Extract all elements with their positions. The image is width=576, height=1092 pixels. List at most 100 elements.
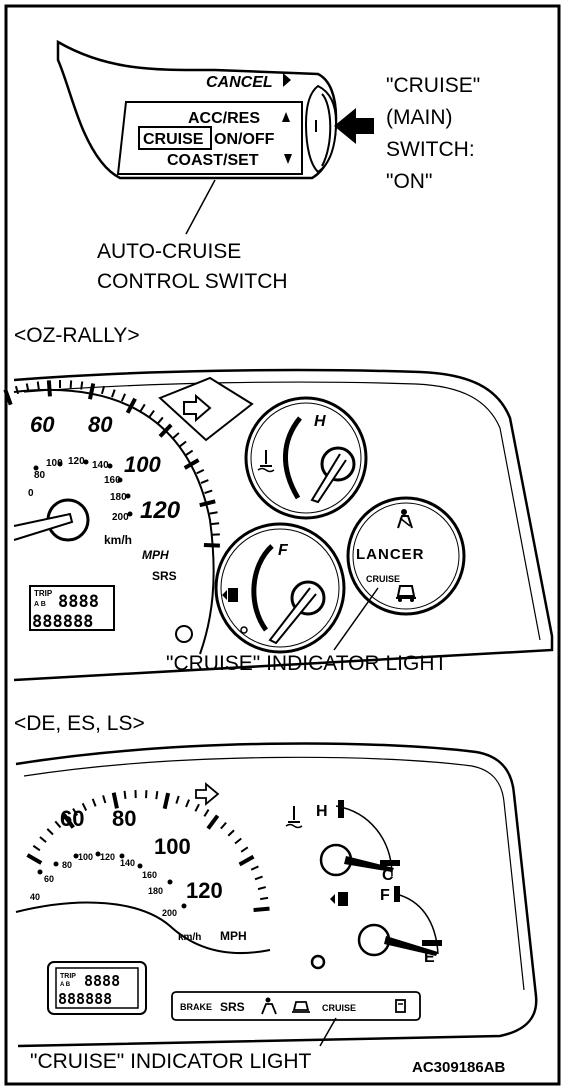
de-temp-h-mark — [338, 800, 344, 818]
tick-mark — [175, 795, 180, 804]
de-heading: <DE, ES, LS> — [14, 712, 145, 735]
oz-odometer-bottom: 888888 — [32, 612, 93, 632]
de-odometer-bottom: 888888 — [58, 990, 112, 1008]
callout-line-2: (MAIN) — [386, 106, 453, 129]
de-cluster-outline — [15, 742, 538, 1048]
tick-mark — [14, 385, 20, 395]
de-brake-label: BRAKE — [180, 1002, 212, 1012]
de-dot — [73, 853, 79, 859]
de-cluster-inner-outline — [23, 756, 525, 991]
callout-line-4: "ON" — [386, 170, 432, 193]
tick-mark — [72, 808, 79, 816]
oz-cruise-small: CRUISE — [366, 574, 400, 584]
oz-mph-80: 80 — [34, 470, 46, 481]
tick-mark — [257, 886, 267, 891]
tick-mark — [238, 854, 255, 867]
oz-rally-cluster: 60 80 100 120 80 100 120 140 160 180 200… — [3, 368, 554, 682]
de-cruise-leader — [319, 1017, 337, 1047]
control-switch-label-1: AUTO-CRUISE — [97, 240, 241, 263]
oz-temp-gauge — [244, 396, 368, 520]
tick-mark — [80, 381, 84, 390]
tick-mark — [125, 397, 137, 414]
oz-fuel-gauge-inner — [220, 528, 340, 648]
oz-mph-140: 140 — [92, 460, 109, 471]
tick-mark — [204, 489, 213, 494]
de-dot — [181, 903, 187, 909]
de-cruise-label: CRUISE — [322, 1003, 356, 1013]
callout-line-3: SWITCH: — [386, 138, 475, 161]
de-seatbelt-icon — [261, 997, 277, 1015]
oz-kmh-60: 60 — [30, 412, 55, 437]
oz-dot — [57, 461, 63, 467]
tick-mark — [185, 449, 194, 456]
tick-mark — [172, 432, 180, 440]
de-fuel-e: E — [424, 949, 435, 966]
de-temp-c: C — [382, 867, 394, 884]
oz-fuel-dot — [240, 626, 248, 634]
tick-mark — [46, 380, 52, 397]
tick-mark — [120, 393, 126, 402]
de-cluster: 60 80 100 120 80 100 120 140 160 180 200… — [15, 742, 538, 1048]
seatbelt-icon — [397, 509, 413, 529]
pointer-arrow-icon — [334, 108, 374, 144]
tick-mark — [200, 479, 209, 484]
tick-mark — [253, 906, 270, 913]
turn-right-arrow-icon — [183, 393, 212, 423]
de-kmh-120: 120 — [186, 878, 223, 903]
de-odometer-top: 8888 — [84, 972, 120, 990]
de-trip-display — [55, 967, 139, 1009]
oz-kmh-120: 120 — [140, 497, 181, 524]
oz-indicator-dial — [346, 496, 466, 616]
coast-set-label: COAST/SET — [167, 152, 259, 169]
oz-fuel-f: F — [278, 542, 289, 559]
oz-reset-knob — [175, 625, 193, 643]
figure-code: AC309186AB — [412, 1059, 506, 1076]
tick-mark — [148, 409, 155, 418]
de-mph-180: 180 — [148, 886, 163, 896]
tick-mark — [100, 385, 106, 395]
tick-mark — [25, 383, 30, 392]
oz-cluster-inner-outline — [23, 381, 541, 641]
tick-mark — [196, 468, 205, 475]
oz-fuel-scale — [251, 544, 274, 632]
oz-cruise-leader — [333, 587, 379, 651]
tick-mark — [211, 522, 220, 526]
tick-mark — [183, 458, 200, 470]
oz-speedo-needle — [13, 512, 74, 541]
cruise-box — [138, 126, 212, 150]
de-dot — [37, 869, 43, 875]
tick-mark — [36, 381, 40, 390]
oz-unit-mph: MPH — [142, 548, 169, 562]
oz-dot — [83, 459, 89, 465]
oz-mph-0: 0 — [28, 488, 34, 499]
de-temp-c-mark — [380, 860, 400, 866]
tick-mark — [91, 798, 97, 807]
tick-mark — [156, 416, 164, 425]
acc-res-label: ACC/RES — [188, 110, 260, 127]
cruise-label: CRUISE — [143, 131, 204, 148]
tick-mark — [102, 795, 107, 804]
de-dot — [53, 861, 59, 867]
de-mph-80: 80 — [62, 860, 72, 870]
tick-mark — [69, 380, 73, 389]
cancel-arrow-icon — [283, 73, 291, 87]
main-switch-knob — [304, 84, 338, 174]
up-arrow-icon — [282, 112, 290, 122]
de-mph-140: 140 — [120, 858, 135, 868]
tick-mark — [32, 844, 41, 852]
tick-mark — [227, 829, 235, 837]
de-srs-label: SRS — [220, 1000, 245, 1014]
tick-mark — [220, 821, 227, 830]
oz-mph-180: 180 — [110, 492, 127, 503]
de-unit-kmh: km/h — [178, 932, 201, 943]
oz-cluster-outline — [13, 368, 554, 682]
tick-mark — [162, 792, 171, 810]
de-turn-right-arrow-icon — [195, 782, 220, 806]
oz-temp-scale — [283, 416, 302, 500]
de-warning-strip — [171, 991, 421, 1021]
de-cruise-callout: "CRUISE" INDICATOR LIGHT — [30, 1050, 311, 1073]
de-mph-200: 200 — [162, 908, 177, 918]
tick-mark — [260, 896, 269, 901]
